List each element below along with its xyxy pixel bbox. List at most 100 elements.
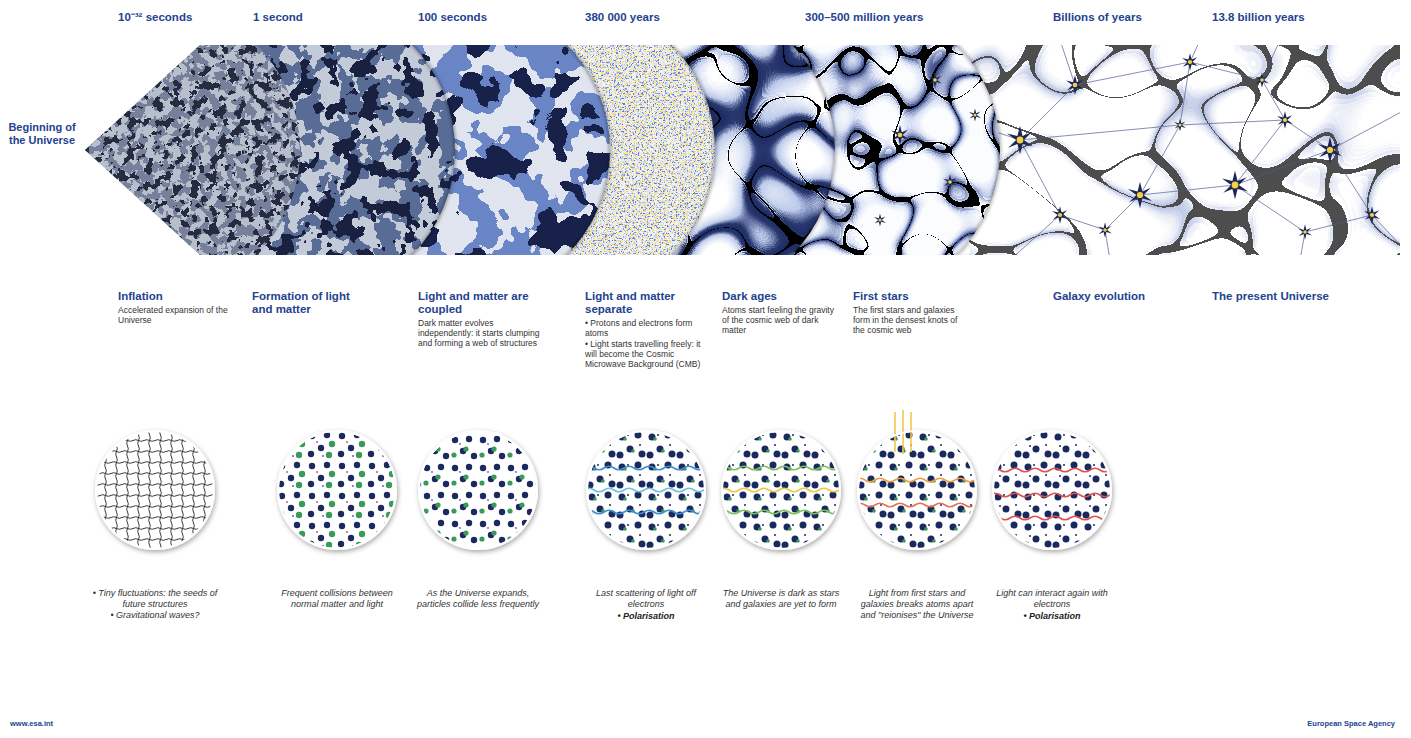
galaxy-icon	[1128, 182, 1152, 208]
caption-note: • Polarisation	[989, 611, 1115, 622]
time-label: 300–500 million years	[805, 11, 995, 24]
stage-circle: The Universe is dark as stars and galaxi…	[718, 430, 844, 610]
web-texture	[80, 40, 1410, 260]
light-wave	[990, 493, 1120, 497]
circle-frame	[992, 430, 1112, 550]
stage-description: • Light starts travelling freely: it wil…	[585, 340, 710, 369]
light-wave	[584, 510, 714, 514]
time-label: Billions of years	[1053, 11, 1203, 24]
fluctuation-circle	[95, 430, 215, 550]
galaxy-icon	[1222, 171, 1248, 200]
light-wave	[719, 510, 849, 514]
blob-texture	[80, 40, 1410, 260]
light-wave	[584, 466, 714, 470]
wavy-grid	[97, 432, 213, 548]
light-wave	[855, 478, 985, 482]
galaxy-icon	[1255, 72, 1269, 87]
star-icon	[980, 227, 990, 238]
star-icon	[969, 108, 981, 121]
stage-circle: As the Universe expands, particles colli…	[415, 430, 541, 610]
circle-caption: The Universe is dark as stars and galaxi…	[718, 588, 844, 610]
light-wave	[990, 516, 1120, 520]
coupled-texture	[80, 40, 1410, 260]
stage-heading: Dark ages	[722, 290, 840, 303]
time-label: 1 second	[253, 11, 363, 24]
star-icon	[928, 72, 942, 87]
stage-description: Atoms start feeling the gravity of the c…	[722, 306, 840, 335]
stage-circle: Light from first stars and galaxies brea…	[854, 430, 980, 620]
galaxy-web	[80, 40, 1410, 260]
caption-note: • Polarisation	[583, 611, 709, 622]
mottle-texture	[80, 40, 1410, 260]
galaxy-icon	[1182, 53, 1198, 71]
star-icon	[874, 213, 886, 226]
circle-caption: Last scattering of light off electrons	[583, 588, 709, 610]
blob-texture	[80, 40, 1410, 260]
inflation-texture	[80, 40, 1410, 260]
stage-circle: Last scattering of light off electrons• …	[583, 430, 709, 621]
time-label: 100 seconds	[418, 11, 548, 24]
circle-caption: Light from first stars and galaxies brea…	[854, 588, 980, 620]
galaxy-icon	[1052, 206, 1068, 224]
circle-caption: • Tiny fluctuations: the seeds of future…	[92, 588, 218, 610]
particle-dots	[994, 432, 1110, 548]
galaxy-icon	[1364, 206, 1380, 224]
star-icon	[891, 125, 909, 145]
particle-dots	[279, 432, 395, 548]
stage-heading: Light and matter are coupled	[418, 290, 538, 316]
starlight-rays	[895, 430, 911, 454]
circle-caption: Light can interact again with electrons	[989, 588, 1115, 610]
collision-circle	[277, 430, 397, 550]
circle-caption: • Gravitational waves?	[92, 610, 218, 621]
timeline-strip	[80, 0, 1410, 300]
web-texture	[80, 40, 1410, 260]
stage-circle: • Tiny fluctuations: the seeds of future…	[92, 430, 218, 620]
galaxy-icon	[1007, 126, 1033, 155]
stage-circle: Light can interact again with electrons•…	[989, 430, 1115, 621]
circle-frame	[857, 430, 977, 550]
circle-frame	[277, 430, 397, 550]
present-circle	[990, 430, 1120, 550]
light-wave	[990, 468, 1120, 472]
stage-description: Dark matter evolves independently: it st…	[418, 319, 546, 348]
galaxy-icon	[1098, 222, 1112, 237]
stage-heading: Galaxy evolution	[1053, 290, 1203, 303]
stage-heading: First stars	[853, 290, 971, 303]
circle-frame	[95, 430, 215, 550]
stage-circle: Frequent collisions between normal matte…	[274, 430, 400, 610]
stage-heading: Formation of light and matter	[252, 290, 367, 316]
reionisation-circle	[855, 410, 985, 550]
stage-description: The first stars and galaxies form in the…	[853, 306, 971, 335]
galaxy-icon	[1298, 224, 1312, 239]
light-wave	[855, 503, 985, 507]
footer-text: www.esa.int	[10, 720, 110, 729]
particle-dots	[420, 432, 536, 548]
formation-texture	[80, 40, 1410, 260]
coupled-circle	[418, 430, 538, 550]
start-label: Beginning of the Universe	[5, 121, 79, 146]
light-wave	[584, 488, 714, 492]
circle-frame	[418, 430, 538, 550]
time-label: 13.8 billion years	[1212, 11, 1372, 24]
star-icon	[943, 174, 957, 189]
first-stars-texture	[80, 40, 1410, 260]
dark-ages-circle	[719, 430, 849, 550]
time-label: 10⁻³² seconds	[118, 11, 258, 24]
scattering-circle	[584, 430, 714, 550]
footer-text: European Space Agency	[1245, 720, 1395, 729]
filament-lines	[960, 40, 1405, 260]
time-label: 380 000 years	[585, 11, 715, 24]
stage-description: Accelerated expansion of the Universe	[118, 306, 236, 326]
galaxy-icon	[1277, 111, 1293, 129]
cmb-texture	[80, 40, 1410, 260]
galaxy-icon	[1174, 118, 1186, 131]
dark-ages-texture	[80, 40, 1410, 260]
galaxies	[1007, 53, 1380, 240]
speckle-texture	[80, 40, 1410, 260]
stage-heading: Inflation	[118, 290, 236, 303]
circle-caption: As the Universe expands, particles colli…	[415, 588, 541, 610]
galaxy-icon	[1318, 137, 1342, 163]
stage-heading: Light and matter separate	[585, 290, 703, 316]
